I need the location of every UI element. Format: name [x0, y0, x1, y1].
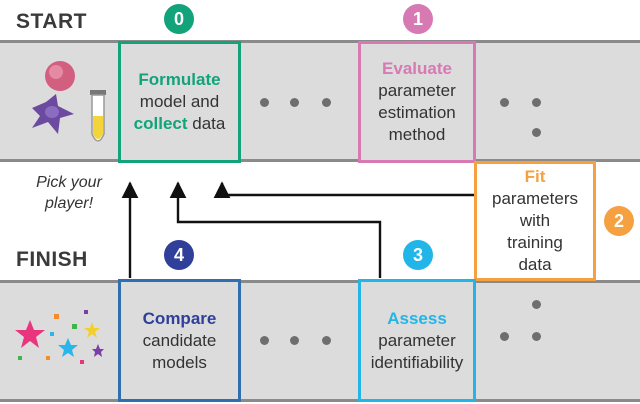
ellipsis-dot: [532, 300, 541, 309]
ellipsis-dot: [500, 332, 509, 341]
step-2-line-5: data: [518, 255, 552, 274]
step-2-line-3: with: [519, 211, 551, 230]
step-0-line-3: collect data: [134, 113, 226, 135]
pick-your-player-caption: Pick your player!: [36, 174, 102, 212]
step-4-box: Compare candidate models: [118, 279, 241, 402]
step-1-line-2: parameter: [378, 81, 456, 100]
arrow-assess-to-formulate: [169, 181, 382, 278]
cell-icon: [32, 61, 75, 134]
arrow-fit-to-formulate: [213, 181, 474, 199]
ellipsis-dot: [500, 98, 509, 107]
step-1-line-1: Evaluate: [382, 59, 452, 78]
step-0-line-2: model and: [139, 92, 220, 111]
step-4-line-1: Compare: [142, 308, 217, 328]
ellipsis-dot: [532, 332, 541, 341]
finish-label: FINISH: [16, 248, 88, 271]
step-1-box: Evaluate parameter estimation method: [358, 41, 476, 163]
start-label: START: [16, 10, 87, 33]
step-2-box: Fit parameters with training data: [474, 161, 596, 281]
ellipsis-dot: [322, 336, 331, 345]
test-tube-icon: [90, 90, 106, 142]
step-3-line-3: identifiability: [370, 352, 464, 372]
step-2-badge: 2: [604, 206, 634, 236]
step-2-line-1: Fit: [524, 167, 546, 186]
step-3-line-2: parameter: [378, 330, 456, 350]
step-0-badge: 0: [164, 4, 194, 34]
step-2-line-4: training: [507, 233, 563, 252]
step-4-line-2: candidate: [142, 330, 217, 350]
step-1-line-3: estimation: [378, 103, 456, 122]
step-2-line-2: parameters: [492, 189, 578, 208]
ellipsis-dot: [290, 336, 299, 345]
step-0-line-1: Formulate: [138, 70, 221, 89]
ellipsis-dot: [322, 98, 331, 107]
step-0-highlight: collect: [133, 114, 188, 133]
step-1-line-4: method: [388, 125, 446, 144]
ellipsis-dot: [290, 98, 299, 107]
confetti-stars-icon: [15, 310, 104, 364]
step-0-rest: data: [187, 114, 226, 133]
step-0-box: Formulate model and collect data: [118, 41, 241, 163]
step-4-line-3: models: [152, 352, 207, 372]
step-3-badge: 3: [403, 240, 433, 270]
step-3-line-1: Assess: [387, 308, 447, 328]
step-4-badge: 4: [164, 240, 194, 270]
step-3-box: Assess parameter identifiability: [358, 279, 476, 402]
ellipsis-dot: [260, 336, 269, 345]
ellipsis-dot: [532, 128, 541, 137]
ellipsis-dot: [260, 98, 269, 107]
ellipsis-dot: [532, 98, 541, 107]
step-1-badge: 1: [403, 4, 433, 34]
